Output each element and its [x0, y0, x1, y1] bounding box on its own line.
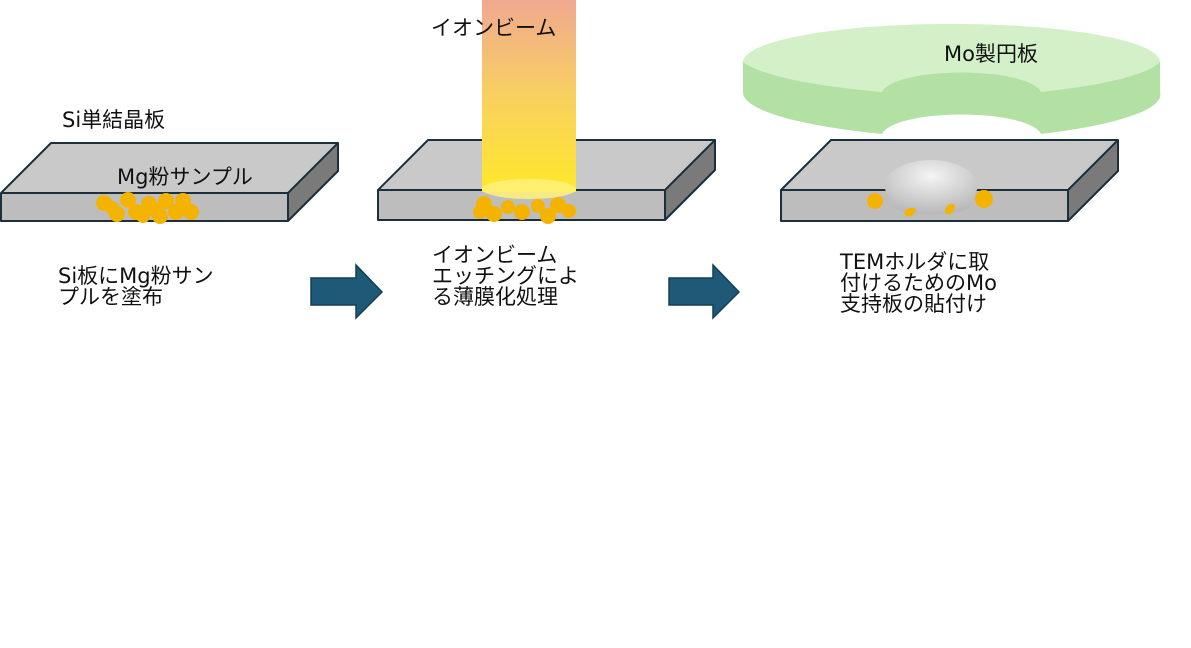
caption-line: エッチングによ — [432, 264, 579, 288]
step1-mg-powder — [96, 192, 199, 224]
arrow-right-icon — [310, 263, 384, 320]
mo-disk-label: Mo製円板 — [944, 42, 1038, 66]
ion-beam — [482, 0, 576, 199]
mg-sample-label: Mg粉サンプル — [117, 165, 253, 189]
caption-line: TEMホルダに取 — [840, 250, 990, 274]
step1-caption: Si板にMg粉サン プルを塗布 — [58, 266, 214, 308]
etched-dimple — [884, 160, 978, 215]
caption-line: プルを塗布 — [58, 285, 163, 309]
caption-line: 支持板の貼付け — [840, 292, 987, 316]
step2-thinned-powder — [473, 196, 576, 224]
step2-caption: イオンビーム エッチングによ る薄膜化処理 — [432, 245, 579, 308]
step3-remaining-powder — [867, 190, 993, 217]
caption-line: Si板にMg粉サン — [58, 264, 214, 288]
plate-side-face — [288, 143, 338, 221]
plate-top-face — [1, 143, 338, 193]
ion-beam-label: イオンビーム — [431, 16, 557, 40]
caption-line: 付けるためのMo — [840, 271, 997, 295]
caption-line: イオンビーム — [432, 243, 558, 267]
caption-line: る薄膜化処理 — [432, 285, 558, 309]
si-plate-label: Si単結晶板 — [62, 108, 166, 132]
arrow-right-icon — [668, 263, 741, 320]
mo-disk — [742, 23, 1161, 134]
step3-caption: TEMホルダに取 付けるためのMo 支持板の貼付け — [840, 252, 997, 315]
